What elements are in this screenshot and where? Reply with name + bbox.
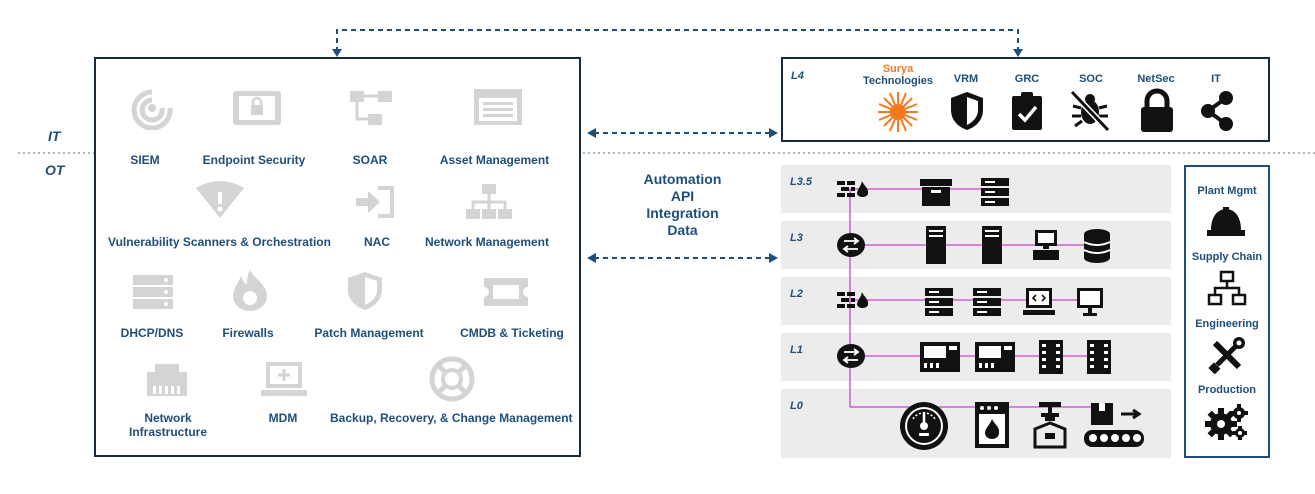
clipboard-check-icon: [1012, 92, 1042, 130]
list-window-icon: [474, 89, 522, 125]
tool-label-network-management: Network Management: [424, 235, 550, 249]
server-icon: [925, 288, 953, 316]
tower-server-icon: [926, 226, 946, 264]
conveyor-icon: [1084, 403, 1144, 447]
laptop-plus-icon: [261, 362, 307, 396]
integration-caption: Automation API Integration Data: [625, 171, 740, 239]
gears-icon: [1205, 404, 1248, 440]
workstation-icon: [1033, 230, 1059, 260]
firewall-icon: [837, 292, 869, 309]
radar-icon: [131, 89, 173, 130]
server-icon: [973, 288, 1001, 316]
level-label-l3-5: L3.5: [790, 176, 813, 188]
router-icon: [837, 233, 865, 257]
caption-line-automation: Automation: [643, 171, 722, 187]
lock-screen-icon: [233, 91, 281, 125]
shield-icon: [348, 272, 382, 310]
l4-level-label: L4: [791, 70, 804, 82]
tool-label-nac: NAC: [364, 235, 390, 249]
server-icon: [133, 275, 173, 309]
function-label-engineering: Engineering: [1195, 318, 1259, 330]
robot-arm-icon: [1033, 402, 1067, 449]
shield-icon: [951, 92, 983, 130]
l4-label-surya-line2: Technologies: [862, 75, 934, 87]
tool-label-patch-management: Patch Management: [314, 326, 424, 340]
flame-icon: [233, 270, 267, 311]
tool-label-dhcp-dns: DHCP/DNS: [120, 326, 184, 340]
top-link-arrow: [336, 29, 1019, 52]
lifebuoy-icon: [429, 356, 475, 402]
caption-line-api: API: [670, 188, 695, 204]
tool-label-network-infrastructure-line1: Network: [144, 411, 192, 425]
tool-label-network-infrastructure: Network Infrastructure: [118, 411, 218, 439]
tower-server-icon: [982, 226, 1002, 264]
sun-icon: [878, 92, 918, 132]
plc-icon: [975, 342, 1015, 372]
hard-hat-icon: [1207, 207, 1245, 236]
tool-label-mdm: MDM: [268, 411, 298, 425]
hierarchy-icon: [1207, 270, 1247, 306]
router-icon: [837, 344, 865, 368]
plc-icon: [920, 342, 960, 372]
function-label-supply-chain: Supply Chain: [1191, 251, 1263, 263]
l4-label-vrm: VRM: [953, 73, 979, 85]
ot-zone-label: OT: [45, 162, 65, 178]
padlock-icon: [1141, 88, 1173, 132]
firewall-icon: [837, 181, 869, 198]
level-label-l1: L1: [790, 344, 803, 356]
function-label-production: Production: [1197, 384, 1257, 396]
l4-label-surya: Surya Technologies: [853, 63, 943, 87]
level-label-l2: L2: [790, 288, 803, 300]
network-icon: [466, 184, 512, 219]
level-label-l0: L0: [790, 400, 803, 412]
tool-label-vulnerability-scanners: Vulnerability Scanners & Orchestration: [108, 235, 331, 249]
tool-label-siem: SIEM: [130, 153, 160, 167]
gauge-icon: [900, 402, 948, 450]
caption-line-data: Data: [667, 222, 698, 238]
flow-icon: [350, 91, 392, 125]
furnace-icon: [975, 402, 1009, 448]
caption-line-integration: Integration: [646, 205, 719, 221]
tool-label-firewalls: Firewalls: [222, 326, 274, 340]
bug-off-icon: [1069, 89, 1111, 132]
tool-label-endpoint-security: Endpoint Security: [202, 153, 306, 167]
it-zone-label: IT: [48, 128, 61, 144]
io-module-icon: [1039, 340, 1063, 374]
tool-label-soar: SOAR: [352, 153, 388, 167]
wifi-warning-icon: [196, 181, 244, 218]
tool-label-network-infrastructure-line2: Infrastructure: [128, 425, 208, 439]
l4-label-surya-line1: Surya: [882, 63, 914, 75]
l4-label-it: IT: [1211, 73, 1221, 85]
l4-label-netsec: NetSec: [1137, 73, 1175, 85]
laptop-code-icon: [1023, 288, 1055, 315]
tool-label-backup-recovery: Backup, Recovery, & Change Management: [330, 411, 573, 425]
sign-in-icon: [356, 186, 394, 218]
tools-icon: [1208, 337, 1245, 374]
share-icon: [1201, 91, 1233, 131]
ticket-icon: [484, 278, 528, 306]
function-label-plant-mgmt: Plant Mgmt: [1197, 185, 1257, 197]
tool-label-cmdb-ticketing: CMDB & Ticketing: [460, 326, 564, 340]
database-icon: [1083, 229, 1111, 263]
tool-label-asset-management: Asset Management: [439, 153, 550, 167]
ethernet-icon: [147, 364, 187, 396]
l4-label-soc: SOC: [1079, 73, 1103, 85]
l4-label-grc: GRC: [1014, 73, 1040, 85]
level-label-l3: L3: [790, 232, 803, 244]
archive-box-icon: [920, 179, 952, 206]
server-icon: [981, 178, 1009, 206]
monitor-icon: [1077, 288, 1103, 316]
io-module-icon: [1087, 340, 1111, 374]
